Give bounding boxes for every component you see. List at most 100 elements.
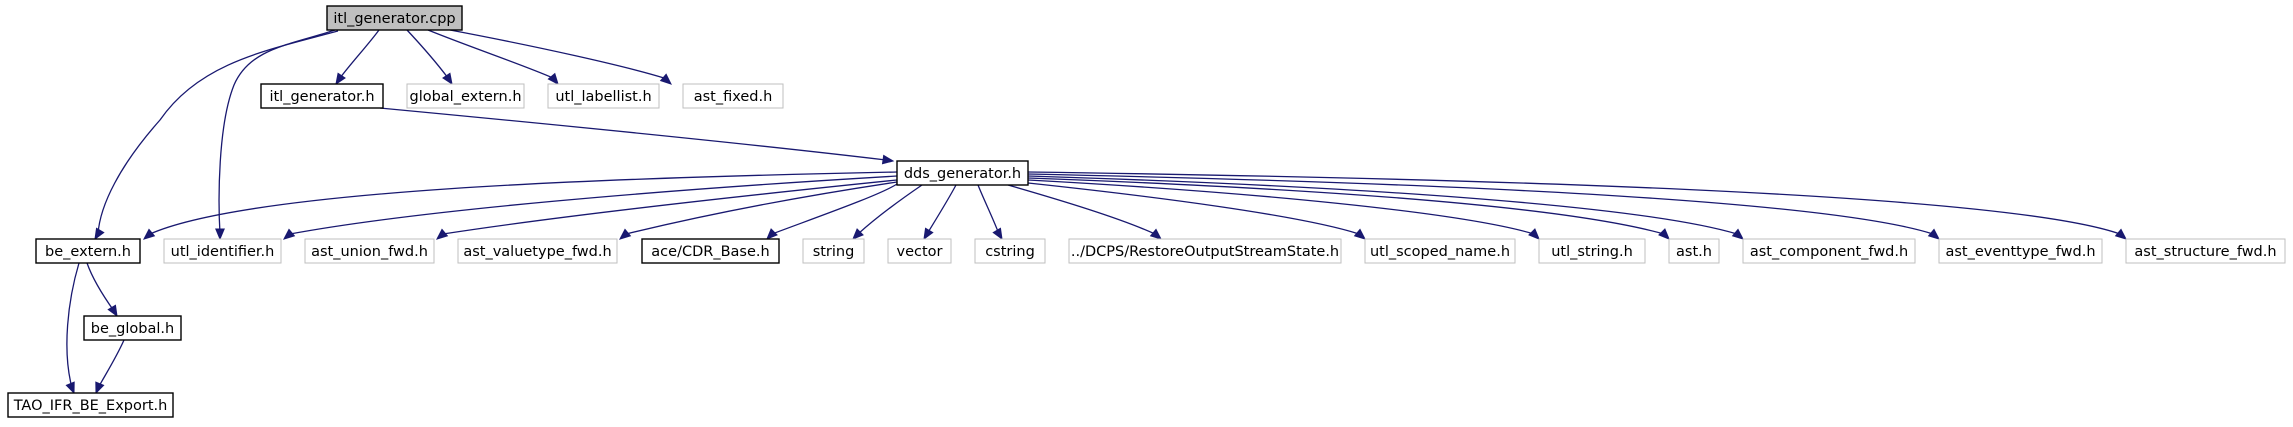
node-label: cstring [985,244,1035,260]
arrowhead [442,72,453,86]
node-ast-union-fwd-h: ast_union_fwd.h [304,238,435,264]
node-label: ast_union_fwd.h [311,244,428,260]
node-global-extern-h: global_extern.h [406,83,525,109]
node-ace-cdr-base-h[interactable]: ace/CDR_Base.h [641,238,780,264]
node-ast-component-fwd-h: ast_component_fwd.h [1742,238,1916,264]
node-be-extern-h[interactable]: be_extern.h [35,238,141,264]
edge-dds-generator-h-to-ast-structure-fwd-h [1027,171,2127,240]
node-label: utl_labellist.h [555,89,651,105]
node-itl-generator-h[interactable]: itl_generator.h [260,83,384,109]
node-ast-h: ast.h [1668,238,1720,264]
node-box [887,238,952,264]
arrowhead [107,304,118,318]
arrowhead [852,228,864,240]
node-utl-string-h: utl_string.h [1538,238,1646,264]
node-box [326,5,463,31]
edge-itl-generator-cpp-to-global-extern-h [406,29,453,86]
node-box [1742,238,1916,264]
node-label: dds_generator.h [904,166,1021,182]
node-box [83,315,182,341]
node-be-global-h[interactable]: be_global.h [83,315,182,341]
node-box [2125,238,2286,264]
node-box [35,238,141,264]
arrowhead [335,72,346,86]
arrowhead [619,228,632,240]
node-box [406,83,525,109]
arrowhead [881,154,895,165]
arrowhead [2114,228,2127,240]
node-label: utl_scoped_name.h [1370,244,1510,260]
node-ast-valuetype-fwd-h: ast_valuetype_fwd.h [457,238,618,264]
arrowhead [283,228,296,240]
node-box [547,83,660,109]
arrowhead [766,228,778,240]
node-box [1938,238,2103,264]
node-label: itl_generator.cpp [333,11,455,27]
node-label: ast.h [1676,244,1712,260]
edge-dds-generator-h-to-restore-output-stream-state-h [1007,184,1162,240]
node-box [1364,238,1516,264]
node-box [304,238,435,264]
arrowhead [1149,228,1162,240]
node-label: ast_fixed.h [694,89,773,105]
node-utl-labellist-h: utl_labellist.h [547,83,660,109]
node-box [682,83,784,109]
arrowhead [659,73,672,85]
node-label: string [813,244,855,260]
edge-dds-generator-h-to-utl-string-h [1027,179,1540,240]
edge-dds-generator-h-to-be-extern-h [143,171,898,240]
node-dds-generator-h[interactable]: dds_generator.h [896,160,1029,186]
node-label: itl_generator.h [269,89,374,105]
arrowhead [547,72,559,85]
edge-dds-generator-h-to-utl-scoped-name-h [1027,182,1366,240]
edge-dds-generator-h-to-vector [923,184,957,241]
node-box [1068,238,1342,264]
node-box [896,160,1029,186]
edge-dds-generator-h-to-utl-identifier-h [283,175,898,240]
node-box [802,238,865,264]
arrowhead [923,227,934,241]
node-box [457,238,618,264]
node-utl-scoped-name-h: utl_scoped_name.h [1364,238,1516,264]
node-label: ast_valuetype_fwd.h [463,244,611,260]
node-label: ace/CDR_Base.h [651,244,769,260]
arrowhead [65,381,75,395]
edges-layer [65,29,2127,395]
node-tao-ifr-be-export-h[interactable]: TAO_IFR_BE_Export.h [7,392,174,418]
node-box [1538,238,1646,264]
node-utl-identifier-h: utl_identifier.h [163,238,282,264]
arrowhead [215,228,225,241]
edge-dds-generator-h-to-ace-cdr-base-h [766,183,898,240]
edge-itl-generator-cpp-to-utl-identifier-h [215,29,336,241]
node-cstring: cstring [974,238,1046,264]
node-itl-generator-cpp[interactable]: itl_generator.cpp [326,5,463,31]
node-ast-structure-fwd-h: ast_structure_fwd.h [2125,238,2286,264]
node-label: utl_identifier.h [171,244,275,260]
edge-dds-generator-h-to-cstring [977,184,1003,241]
node-label: ast_component_fwd.h [1750,244,1908,260]
arrowhead [143,228,156,240]
node-box [1668,238,1720,264]
arrowhead [436,228,449,240]
edge-itl-generator-cpp-to-be-extern-h [94,30,339,241]
arrowhead [1927,228,1940,240]
nodes-layer: itl_generator.cpp be_extern.h utl_identifi… [7,5,2286,418]
node-label: global_extern.h [409,89,521,105]
arrowhead [1731,228,1744,240]
node-box [260,83,384,109]
node-label: vector [897,244,943,260]
arrowhead [992,227,1003,241]
node-box [163,238,282,264]
node-label: be_global.h [91,321,174,337]
node-label: be_extern.h [45,244,131,260]
arrowhead [1353,228,1366,240]
node-string: string [802,238,865,264]
edge-itl-generator-cpp-to-utl-labellist-h [427,29,559,85]
edge-dds-generator-h-to-ast-valuetype-fwd-h [619,181,898,240]
arrowhead [1658,228,1670,240]
edge-be-global-h-to-tao-ifr-be-export-h [95,339,125,395]
node-ast-fixed-h: ast_fixed.h [682,83,784,109]
edge-dds-generator-h-to-string [852,184,923,240]
edge-dds-generator-h-to-ast-h [1027,177,1670,240]
edge-itl-generator-h-to-dds-generator-h [379,107,895,165]
